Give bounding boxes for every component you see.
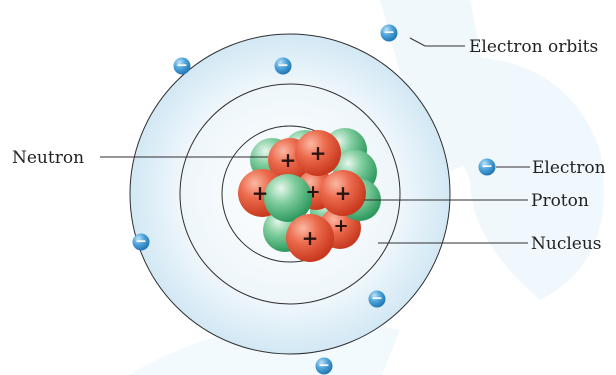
electron-charge: − (277, 58, 289, 74)
electron-particle: − (274, 57, 292, 75)
electron-charge: − (176, 58, 188, 74)
electron-orbits-leader (409, 37, 465, 47)
nucleus: + + + + + + + (238, 128, 381, 262)
proton-charge: + (333, 216, 348, 237)
label-proton: Proton (531, 191, 589, 211)
electron-particle: − (173, 57, 191, 75)
electron-particle: − (478, 158, 496, 176)
proton-charge: + (280, 148, 297, 172)
electron-charge: − (481, 159, 493, 175)
proton-charge: + (252, 181, 269, 205)
proton-charge: + (335, 181, 352, 205)
label-electron: Electron (532, 158, 606, 178)
electron-particle: − (315, 357, 333, 375)
proton-charge: + (310, 141, 327, 165)
electron-charge: − (371, 291, 383, 307)
proton-particle (286, 214, 334, 262)
electrons: − − − − − − − (132, 24, 496, 375)
proton-particle (295, 130, 341, 176)
label-neutron: Neutron (12, 148, 84, 168)
proton-particle (320, 170, 366, 216)
electron-particle: − (132, 233, 150, 251)
electron-charge: − (135, 234, 147, 250)
electron-particle: − (368, 290, 386, 308)
label-nucleus: Nucleus (531, 234, 602, 254)
label-electron-orbits: Electron orbits (469, 37, 598, 57)
leader-lines (100, 37, 530, 244)
electron-particle: − (380, 24, 398, 42)
orbit-middle (179, 83, 401, 305)
electron-charge: − (383, 25, 395, 41)
proton-charge: + (302, 226, 319, 250)
proton-charge: + (305, 182, 320, 203)
neutron-particle (264, 174, 312, 222)
electron-charge: − (318, 358, 330, 374)
